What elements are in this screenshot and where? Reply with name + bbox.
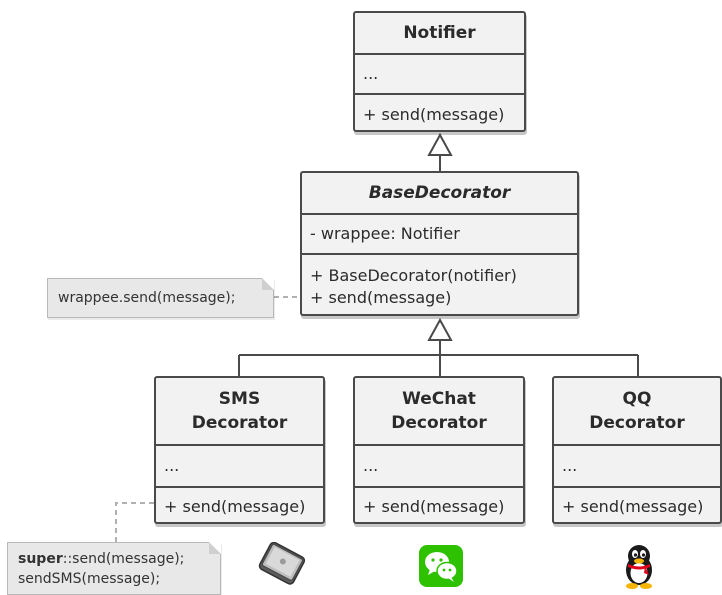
wechat-decorator-method-send: + send(message)	[363, 497, 505, 516]
qq-decorator-method-send: + send(message)	[562, 497, 704, 516]
qq-penguin-icon	[617, 542, 661, 590]
sms-note-line2: sendSMS(message);	[18, 570, 161, 587]
note-connector-sms	[115, 502, 154, 542]
sms-note-line1-rest: ::send(message);	[62, 550, 185, 567]
base-decorator-methods: + BaseDecorator(notifier) + send(message…	[302, 253, 577, 314]
wechat-decorator-class: WeChat Decorator ... + send(message)	[353, 376, 525, 524]
qq-decorator-title-line2: Decorator	[589, 413, 685, 433]
inheritance-arrowhead-basedecorator	[427, 317, 453, 341]
note-fold-corner	[209, 542, 221, 554]
wechat-decorator-title-line1: WeChat	[402, 389, 476, 409]
qq-decorator-fields-text: ...	[562, 456, 578, 475]
wechat-decorator-class-name: WeChat Decorator	[355, 378, 523, 444]
sms-decorator-note: super::send(message); sendSMS(message);	[7, 542, 221, 595]
sms-decorator-method-send: + send(message)	[164, 497, 306, 516]
sms-decorator-title-line2: Decorator	[191, 413, 288, 433]
base-decorator-fields: - wrappee: Notifier	[302, 213, 577, 253]
sms-decorator-methods: + send(message)	[156, 486, 323, 522]
wechat-icon	[418, 544, 464, 588]
sms-decorator-class-name: SMS Decorator	[156, 378, 323, 444]
base-decorator-title-text: BaseDecorator	[368, 183, 511, 203]
notifier-title-text: Notifier	[403, 23, 476, 43]
qq-decorator-methods: + send(message)	[554, 486, 720, 522]
base-decorator-field-wrappee: - wrappee: Notifier	[310, 224, 460, 243]
sms-decorator-fields: ...	[156, 444, 323, 486]
qq-decorator-title-line1: QQ	[622, 389, 652, 409]
sms-decorator-class: SMS Decorator ... + send(message)	[154, 376, 325, 524]
qq-decorator-class: QQ Decorator ... + send(message)	[552, 376, 722, 524]
sms-decorator-fields-text: ...	[164, 456, 180, 475]
qq-decorator-fields: ...	[554, 444, 720, 486]
notifier-fields: ...	[355, 53, 524, 93]
sms-note-line1: super::send(message);	[18, 549, 210, 569]
wechat-decorator-methods: + send(message)	[355, 486, 523, 522]
notifier-methods: + send(message)	[355, 93, 524, 130]
base-decorator-note: wrappee.send(message);	[47, 278, 274, 318]
qq-decorator-class-name: QQ Decorator	[554, 378, 720, 444]
base-decorator-note-text: wrappee.send(message);	[58, 290, 236, 306]
smartphone-icon	[248, 541, 314, 588]
sms-note-super-keyword: super	[18, 550, 63, 567]
base-decorator-method-constructor: + BaseDecorator(notifier)	[310, 265, 517, 285]
wechat-decorator-fields: ...	[355, 444, 523, 486]
notifier-class: Notifier ... + send(message)	[353, 11, 526, 132]
note-fold-corner	[262, 278, 274, 290]
sms-decorator-title-line1: SMS	[218, 389, 261, 409]
base-decorator-class: BaseDecorator - wrappee: Notifier + Base…	[300, 171, 579, 316]
wechat-decorator-fields-text: ...	[363, 456, 379, 475]
notifier-class-name: Notifier	[355, 13, 524, 53]
base-decorator-method-send: + send(message)	[310, 287, 452, 307]
notifier-fields-text: ...	[363, 64, 379, 83]
inheritance-arrowhead-notifier	[427, 132, 453, 156]
notifier-method-send: + send(message)	[363, 104, 505, 124]
base-decorator-class-name: BaseDecorator	[302, 173, 577, 213]
wechat-decorator-title-line2: Decorator	[391, 413, 487, 433]
